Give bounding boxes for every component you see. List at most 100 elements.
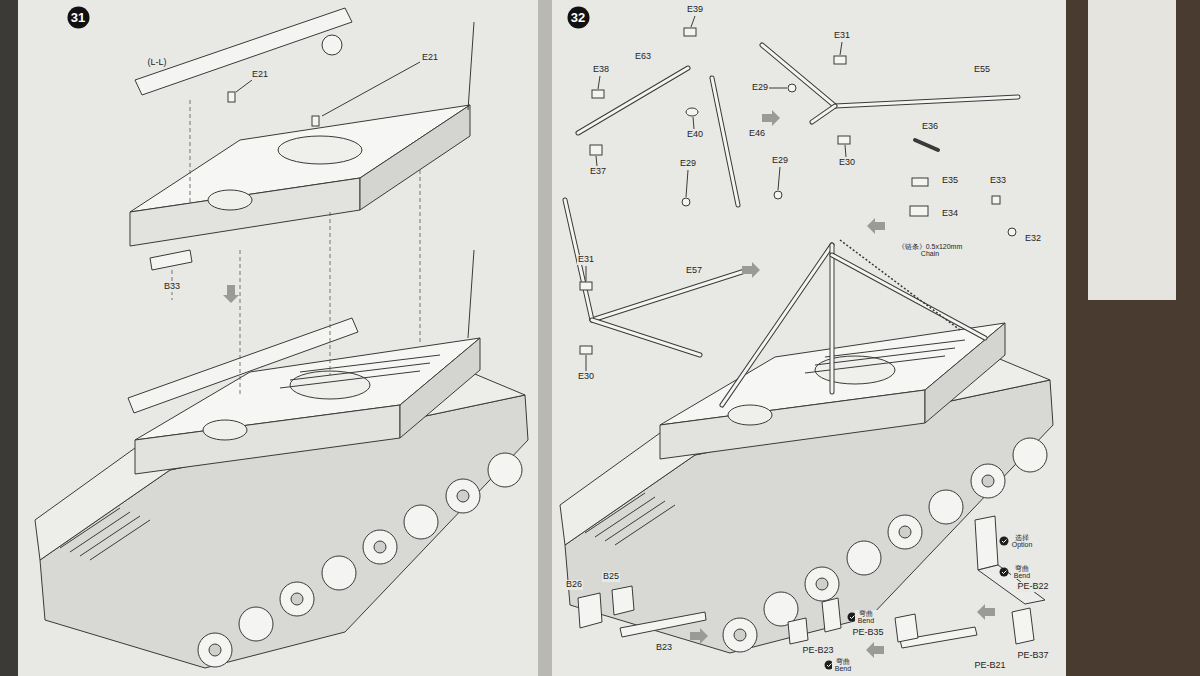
tank-drawing xyxy=(35,338,528,668)
hatch xyxy=(208,190,252,210)
beam xyxy=(128,318,358,413)
plate-pe-b37 xyxy=(1012,608,1034,644)
part-number: PE-B35 xyxy=(851,628,884,638)
guide-line xyxy=(420,170,421,345)
part-number: B25 xyxy=(602,572,620,582)
tripod-leg xyxy=(830,245,835,392)
tripod-leg xyxy=(831,245,834,392)
assembly-arrow xyxy=(977,604,995,620)
part-number: B26 xyxy=(565,580,583,590)
book-edge xyxy=(0,0,18,676)
tube-e46 xyxy=(712,78,738,205)
leader-line xyxy=(845,145,846,157)
part-number: E36 xyxy=(921,122,939,132)
part-number: E38 xyxy=(592,65,610,75)
part-e21 xyxy=(228,92,235,102)
tube-e55 xyxy=(812,106,835,122)
tripod-leg xyxy=(722,245,832,405)
part-e21 xyxy=(312,116,319,126)
part-number: E29 xyxy=(771,156,789,166)
plate-b25 xyxy=(612,586,634,615)
check-icon xyxy=(1000,537,1009,546)
right-page xyxy=(548,0,1066,676)
tube-e63 xyxy=(578,68,688,133)
part-b33 xyxy=(150,250,192,270)
part-number: E21 xyxy=(421,53,439,63)
leader-line xyxy=(686,170,688,197)
tank-drawing xyxy=(560,323,1053,653)
assembly-arrow xyxy=(762,110,780,126)
part-e31 xyxy=(834,56,846,64)
part-e29 xyxy=(774,191,782,199)
tube-e55 xyxy=(812,106,835,122)
page-gutter xyxy=(538,0,552,676)
part-number: E29 xyxy=(751,83,769,93)
part-e39 xyxy=(684,28,696,36)
assembly-arrow xyxy=(867,218,885,234)
plate-pe-b21 xyxy=(895,614,918,642)
guide-line xyxy=(240,250,241,395)
tube-e57 xyxy=(592,270,748,320)
part-number: PE-B37 xyxy=(1016,651,1049,661)
part-number: E31 xyxy=(577,255,595,265)
leader-line xyxy=(322,62,420,116)
plate-pe-b23 xyxy=(788,618,808,644)
part-number: E33 xyxy=(989,176,1007,186)
part-e30 xyxy=(580,346,592,354)
assembly-arrow xyxy=(690,628,708,644)
leader-line xyxy=(586,355,587,371)
part-e29 xyxy=(682,198,690,206)
step-badge: 31 xyxy=(67,6,90,29)
part-number: PE-B22 xyxy=(1016,582,1049,592)
assembly-arrow xyxy=(223,285,239,303)
check-mark xyxy=(1002,571,1007,574)
part-e36 xyxy=(915,140,938,150)
tube-e55 xyxy=(835,97,1018,106)
part-e31 xyxy=(580,282,592,290)
tripod-leg xyxy=(832,255,985,338)
paper-sheet xyxy=(1088,0,1176,300)
leader-line xyxy=(596,156,597,166)
part-number: E35 xyxy=(941,176,959,186)
leader-line xyxy=(778,167,780,190)
leader-line xyxy=(693,117,694,129)
leader-line xyxy=(691,16,695,27)
plate-pe-b22 xyxy=(975,516,998,570)
part-e37 xyxy=(590,145,602,155)
plate-pe-b35 xyxy=(822,598,841,632)
part-number: PE-B21 xyxy=(973,661,1006,671)
desk-edge xyxy=(1066,0,1200,676)
superstructure-side xyxy=(360,105,470,210)
tube-e55 xyxy=(762,45,835,106)
tube-e63 xyxy=(578,68,688,133)
leader-line xyxy=(840,42,842,55)
step-number: 32 xyxy=(571,11,585,24)
part-e32 xyxy=(1008,228,1016,236)
tube-e55 xyxy=(762,45,835,106)
part-number: E31 xyxy=(833,31,851,41)
badge-circle-fill xyxy=(67,6,89,28)
turntable xyxy=(278,136,362,164)
note-label: 《链条》0.5x120mm Chain xyxy=(895,243,966,258)
assembly-arrow xyxy=(742,262,760,278)
part-number: B23 xyxy=(655,643,673,653)
antenna xyxy=(468,250,474,338)
part-number: E29 xyxy=(679,159,697,169)
part-e29 xyxy=(788,84,796,92)
part-number: E40 xyxy=(686,130,704,140)
part-number: B33 xyxy=(163,282,181,292)
part-number: E30 xyxy=(838,158,856,168)
part-number: (L-L) xyxy=(146,58,167,68)
step-badge: 32 xyxy=(567,6,590,29)
note-label: 弯曲 Bend xyxy=(832,658,855,673)
tube-e57 xyxy=(592,270,748,320)
beam xyxy=(135,8,352,95)
part-e30 xyxy=(838,136,850,144)
part-number: PE-B23 xyxy=(801,646,834,656)
leader-line xyxy=(236,80,252,92)
part-e38 xyxy=(592,90,604,98)
tube-e57 xyxy=(592,320,700,355)
leader-line xyxy=(598,76,600,89)
assembly-arrow xyxy=(866,642,884,658)
